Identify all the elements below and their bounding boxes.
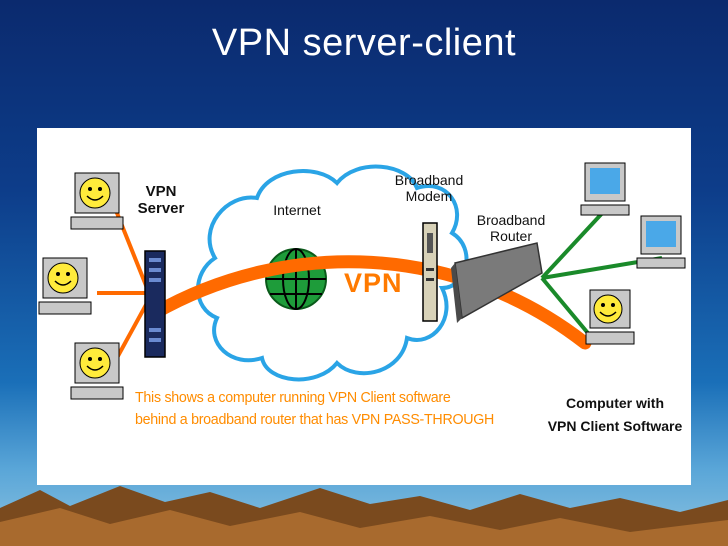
broadband-router-label: Broadband Router bbox=[476, 212, 546, 245]
diagram-caption: This shows a computer running VPN Client… bbox=[135, 387, 515, 431]
vpn-tunnel-label: VPN bbox=[344, 268, 403, 298]
desktop-computer-icon bbox=[636, 215, 686, 269]
caption-line-1: This shows a computer running VPN Client… bbox=[135, 389, 451, 406]
vpn-diagram-panel: VPN Server Internet VPN Broadband Modem … bbox=[37, 128, 691, 485]
client-computer-label: Computer with VPN Client Software bbox=[547, 395, 683, 434]
vpn-tunnel bbox=[148, 255, 592, 350]
smiley-computer-icon bbox=[585, 289, 635, 345]
broadband-modem-label: Broadband Modem bbox=[394, 172, 464, 205]
vpn-server-label: VPN Server bbox=[137, 183, 185, 218]
mountain-background bbox=[0, 486, 728, 546]
internet-label: Internet bbox=[273, 202, 321, 218]
desktop-computer-icon bbox=[580, 162, 630, 216]
modem-icon bbox=[422, 222, 438, 322]
smiley-computer-icon bbox=[70, 342, 124, 400]
slide-title: VPN server-client bbox=[211, 22, 517, 64]
server-rack-icon bbox=[144, 250, 166, 358]
smiley-computer-icon bbox=[38, 257, 92, 315]
vpn-diagram bbox=[38, 162, 686, 400]
caption-line-2: behind a broadband router that has VPN P… bbox=[135, 411, 495, 428]
smiley-computer-icon bbox=[70, 172, 124, 230]
internet-cloud bbox=[196, 164, 469, 382]
router-icon bbox=[451, 242, 543, 323]
